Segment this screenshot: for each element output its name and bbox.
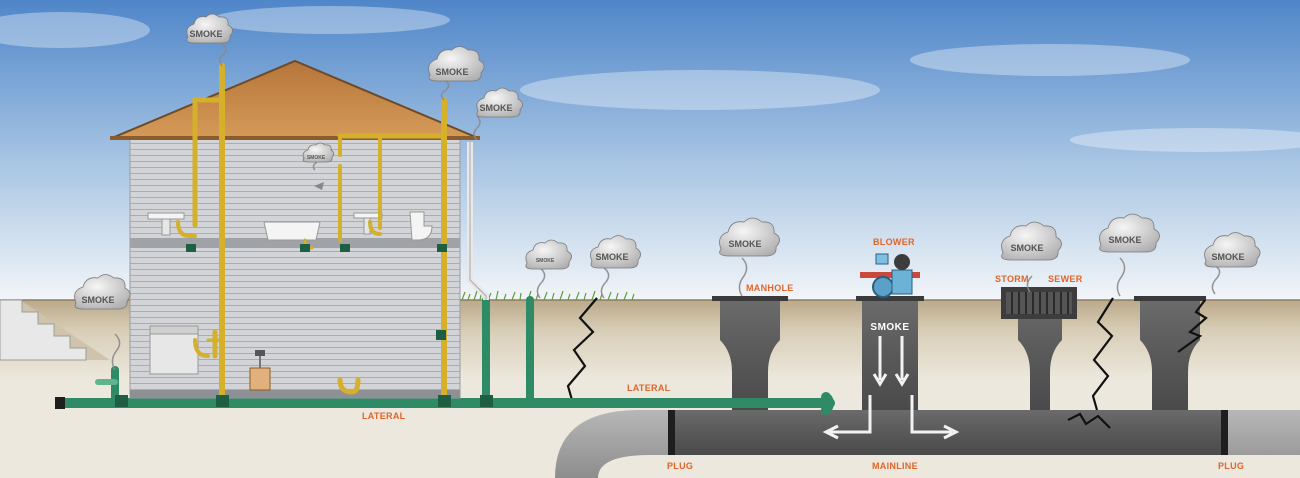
smoke-cloud: SMOKE [428, 46, 485, 82]
smoke-arrows [822, 336, 960, 440]
smoke-cloud-label: SMOKE [1211, 252, 1244, 262]
label-lateral-street: LATERAL [627, 383, 671, 393]
grass [461, 290, 635, 301]
smoke-cloud-label: SMOKE [435, 67, 468, 77]
manhole-shaft [720, 300, 780, 410]
smoke-cloud: SMOKE [302, 142, 335, 163]
smoke-cloud: SMOKE [476, 87, 523, 118]
label-plug-left: PLUG [667, 461, 693, 471]
smoke-cloud-label: SMOKE [1010, 243, 1043, 253]
label-lateral-house: LATERAL [362, 411, 406, 421]
smoke-cloud: SMOKE [1001, 221, 1062, 261]
smoke-cloud: SMOKE [1099, 213, 1160, 253]
house [110, 59, 489, 399]
storm-grate [1001, 287, 1077, 319]
smoke-cloud: SMOKE [719, 217, 780, 257]
sink-left [147, 212, 185, 220]
smoke-cloud-label: SMOKE [307, 155, 326, 161]
label-manhole: MANHOLE [746, 283, 794, 293]
smoke-cloud-label: SMOKE [536, 258, 555, 264]
label-storm: STORM [995, 274, 1029, 284]
smoke-cloud: SMOKE [590, 235, 641, 269]
ground-cracks [566, 297, 1208, 429]
label-mainline: MAINLINE [872, 461, 918, 471]
storm-sewer-shaft [1018, 300, 1062, 410]
stairs [0, 299, 87, 361]
smoke-cloud-label: SMOKE [728, 239, 761, 249]
label-blower-shaft-smoke: SMOKE [870, 322, 909, 333]
smoke-clouds: SMOKE SMOKE SMOKE SMOKE SMOKE SMOKE SMOK… [74, 13, 1261, 310]
smoke-cloud: SMOKE [74, 274, 131, 310]
smoke-cloud-label: SMOKE [189, 29, 222, 39]
right-manhole-shaft [1140, 300, 1200, 410]
blower-machine [860, 253, 920, 298]
smoke-cloud: SMOKE [1204, 232, 1261, 268]
manhole-cover [712, 296, 788, 301]
plug-left-marker [668, 410, 675, 455]
smoke-cloud-label: SMOKE [1108, 235, 1141, 245]
plug-right-marker [1221, 410, 1228, 455]
sky-clouds [0, 6, 1300, 152]
pipe-fittings [115, 244, 493, 407]
label-plug-right: PLUG [1218, 461, 1244, 471]
blower-shaft [862, 300, 918, 410]
sump-box [249, 367, 271, 391]
toilet [409, 211, 433, 241]
smoke-cloud-label: SMOKE [81, 295, 114, 305]
smoke-cloud-label: SMOKE [479, 103, 512, 113]
smoke-cloud: SMOKE [525, 239, 572, 270]
smoke-cloud: SMOKE [186, 13, 233, 44]
fixtures [147, 182, 433, 391]
bathtub [263, 221, 321, 241]
smoke-cloud-label: SMOKE [595, 252, 628, 262]
label-blower: BLOWER [873, 237, 915, 247]
label-sewer: SEWER [1048, 274, 1083, 284]
smoke-wisps [111, 43, 1221, 371]
